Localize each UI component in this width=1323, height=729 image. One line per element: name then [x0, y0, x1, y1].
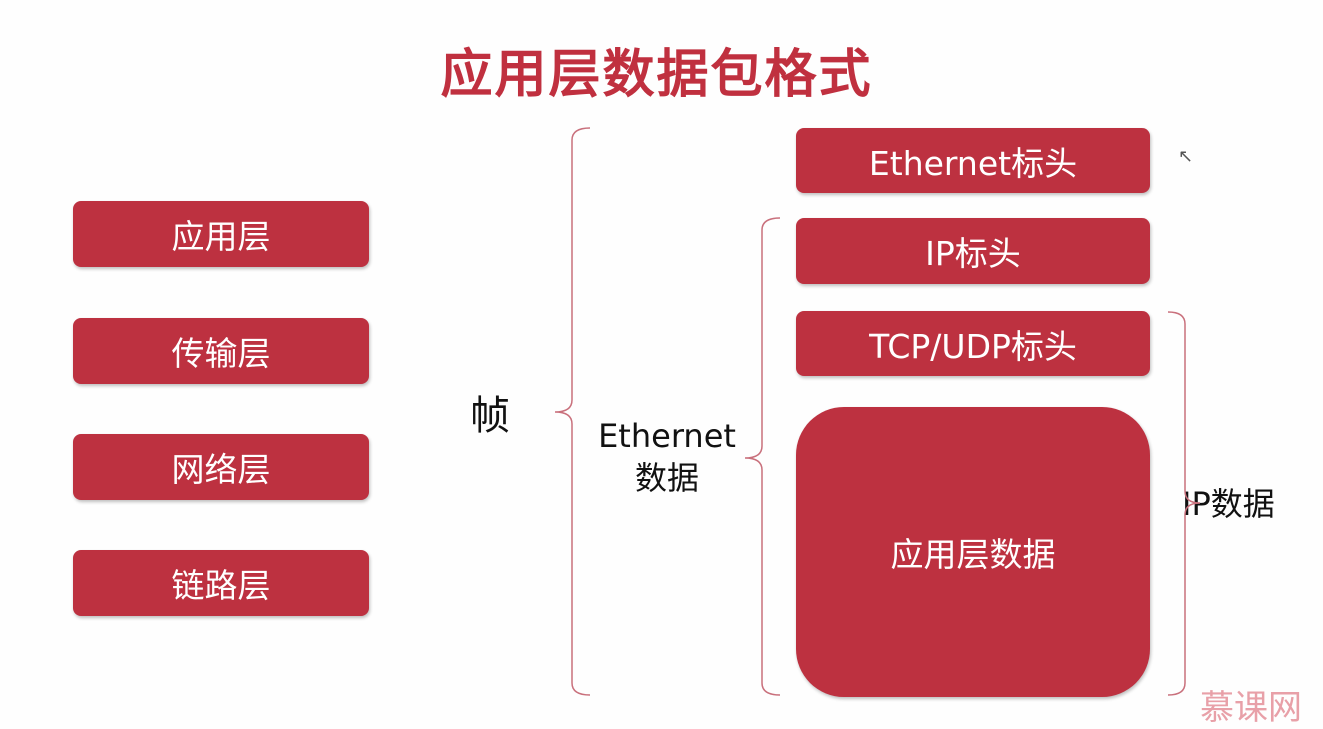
frame-bracket: [554, 127, 591, 696]
ip-data-label: IP数据: [1182, 485, 1275, 523]
ethernet-header-box: Ethernet标头: [796, 128, 1150, 193]
layer-application: 应用层: [73, 201, 369, 267]
frame-label: 帧: [470, 393, 510, 439]
application-data-box: 应用层数据: [796, 407, 1150, 697]
tcp-udp-header-box: TCP/UDP标头: [796, 311, 1150, 376]
ethernet-data-label-line2: 数据: [634, 458, 699, 497]
ethernet-data-label-line1: Ethernet: [598, 417, 736, 455]
watermark: 慕课网: [1200, 688, 1302, 728]
layer-link: 链路层: [73, 550, 369, 616]
ethernet-data-bracket: [744, 217, 781, 696]
layer-transport: 传输层: [73, 318, 369, 384]
ip-data-bracket: [1167, 311, 1201, 696]
ethernet-data-label: Ethernet 数据: [592, 416, 742, 499]
slide-title: 应用层数据包格式: [440, 45, 873, 105]
ip-header-box: IP标头: [796, 218, 1150, 284]
mouse-cursor-icon: ↖: [1178, 146, 1194, 167]
layer-network: 网络层: [73, 434, 369, 500]
brackets: [554, 127, 1201, 696]
